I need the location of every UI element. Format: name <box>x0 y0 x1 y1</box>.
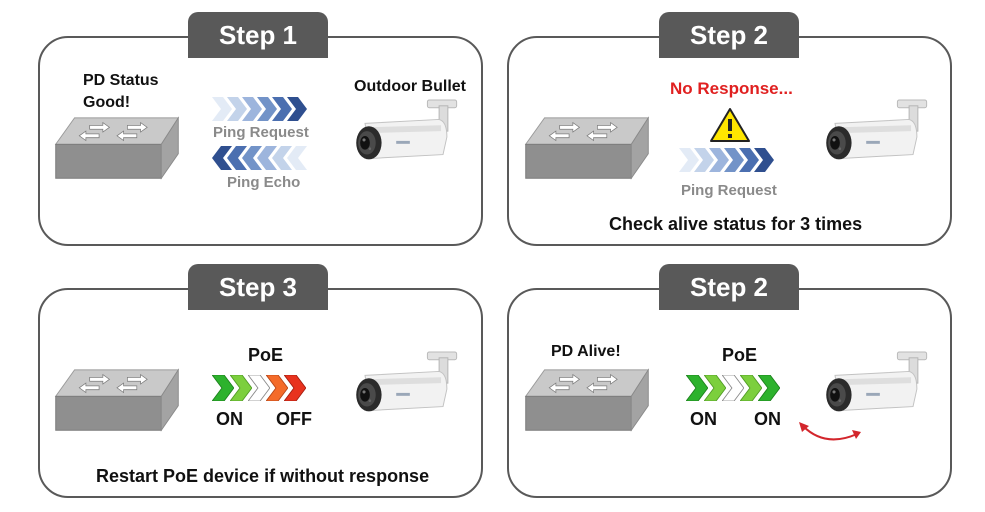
pd-status-label: PD Status <box>83 72 159 89</box>
network-switch-icon <box>522 368 652 434</box>
network-switch-icon <box>522 116 652 182</box>
pd-alive-label: PD Alive! <box>551 343 621 360</box>
bullet-camera-icon <box>345 98 463 176</box>
poe-off-label: OFF <box>276 409 312 429</box>
step3-tab: Step 3 <box>188 264 328 310</box>
ping-request-label: Ping Request <box>681 182 777 199</box>
pd-status-value: Good! <box>83 94 131 111</box>
step2a-tab: Step 2 <box>659 12 799 58</box>
step1-tab: Step 1 <box>188 12 328 58</box>
rotation-arrow-icon <box>799 422 861 441</box>
poe-on-label-1: ON <box>690 409 717 429</box>
ping-request-arrows <box>679 148 774 172</box>
network-switch-icon <box>52 116 182 182</box>
poe-on-label: ON <box>216 409 243 429</box>
step2a-caption: Check alive status for 3 times <box>609 214 863 234</box>
ping-request-arrows <box>212 97 307 121</box>
warning-icon <box>710 108 750 142</box>
poe-on-off-arrows <box>212 375 306 401</box>
poe-on-label-2: ON <box>754 409 781 429</box>
poe-label: PoE <box>722 345 758 365</box>
step3-caption: Restart PoE device if without response <box>96 466 430 486</box>
poe-on-on-arrows <box>686 375 780 401</box>
ping-echo-label: Ping Echo <box>227 174 301 191</box>
network-switch-icon <box>52 368 182 434</box>
bullet-camera-icon <box>345 350 463 428</box>
ping-echo-arrows <box>212 146 307 170</box>
no-response-label: No Response... <box>670 79 793 98</box>
outdoor-bullet-label: Outdoor Bullet <box>354 78 466 95</box>
ping-request-label: Ping Request <box>213 124 309 141</box>
poe-label: PoE <box>248 345 284 365</box>
step2b-tab: Step 2 <box>659 264 799 310</box>
bullet-camera-icon <box>815 98 933 176</box>
